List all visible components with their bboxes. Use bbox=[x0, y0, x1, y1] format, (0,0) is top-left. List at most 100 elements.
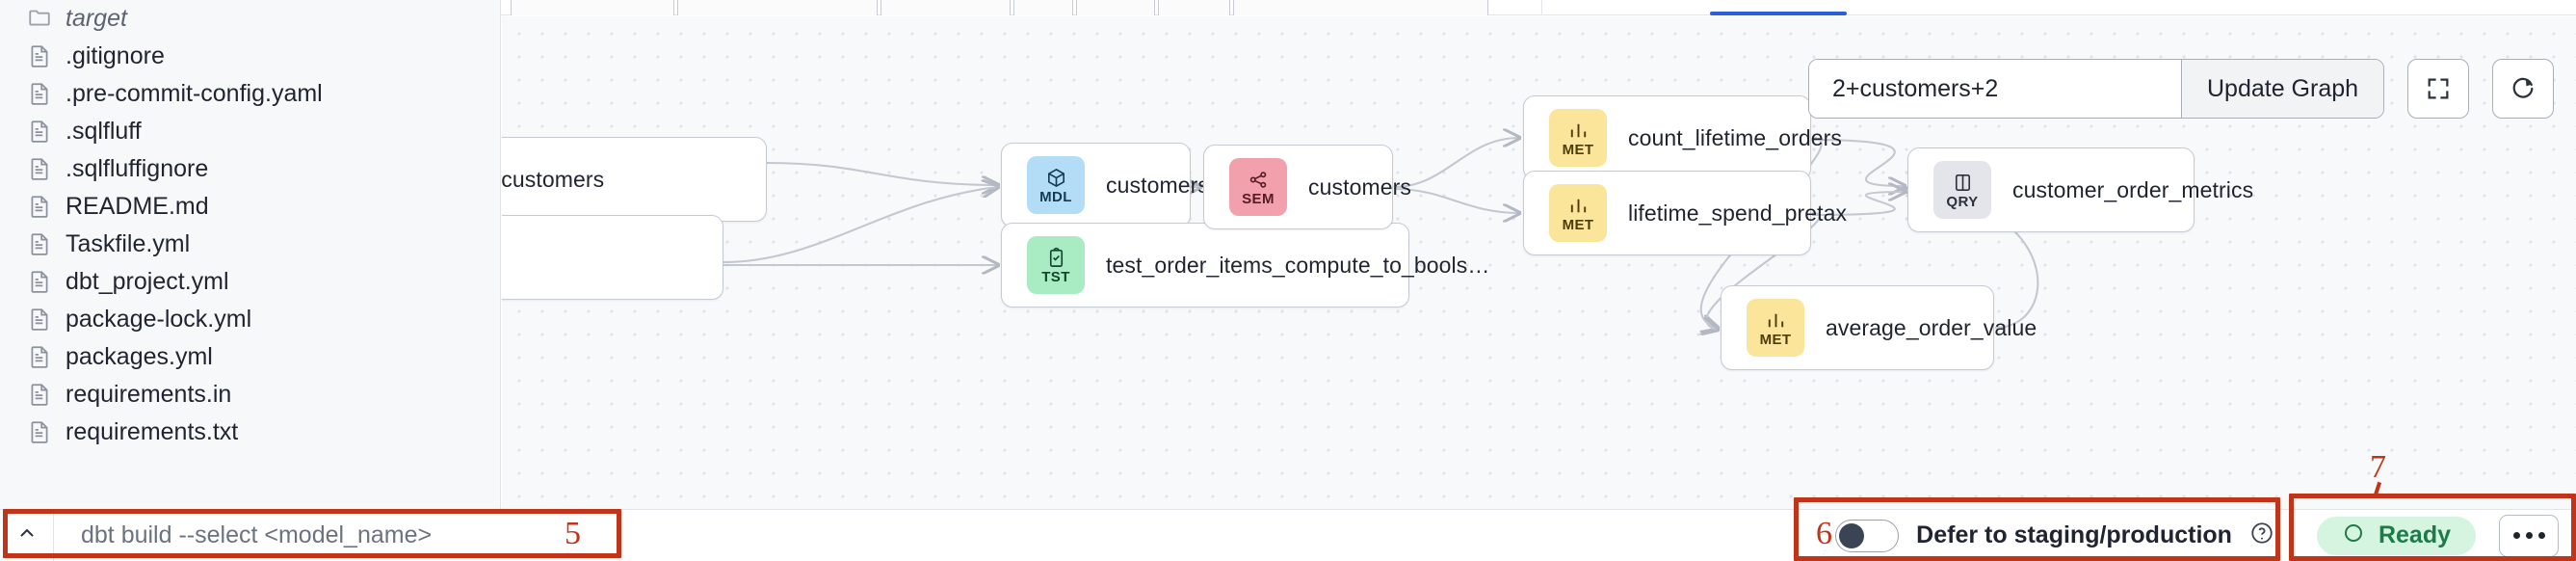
expand-terminal-button[interactable] bbox=[0, 509, 54, 561]
more-options-button[interactable] bbox=[2499, 514, 2559, 557]
folder-icon bbox=[27, 5, 52, 34]
tree-item-pre-commit-config[interactable]: .pre-commit-config.yaml bbox=[0, 75, 500, 113]
bottom-status-bar: Defer to staging/production Ready bbox=[0, 509, 2576, 561]
graph-node-test-order-items[interactable]: TST test_order_items_compute_to_bools… bbox=[1001, 223, 1489, 307]
graph-toolbar: Update Graph bbox=[1808, 59, 2555, 119]
tab-stub[interactable] bbox=[1013, 0, 1073, 15]
tree-item-readme[interactable]: README.md bbox=[0, 188, 500, 226]
tree-item-packages[interactable]: packages.yml bbox=[0, 338, 500, 376]
badge-label: QRY bbox=[1946, 193, 1979, 210]
defer-group: Defer to staging/production bbox=[1802, 519, 2300, 552]
graph-selector-input[interactable] bbox=[1809, 60, 2181, 118]
tree-item-label: Taskfile.yml bbox=[66, 230, 191, 257]
defer-label: Defer to staging/production bbox=[1916, 521, 2232, 548]
graph-node-stg-orders[interactable]: orders bbox=[502, 215, 723, 300]
file-explorer-sidebar[interactable]: target .gitignore .pre-commit-config.yam… bbox=[0, 0, 501, 509]
badge-label: SEM bbox=[1242, 190, 1275, 207]
badge-met: MET bbox=[1747, 299, 1804, 357]
tree-item-label: .gitignore bbox=[66, 42, 165, 69]
badge-label: TST bbox=[1041, 268, 1070, 285]
tree-item-label: dbt_project.yml bbox=[66, 268, 229, 295]
badge-met: MET bbox=[1549, 109, 1607, 167]
graph-node-lifetime-spend-pretax[interactable]: MET lifetime_spend_pretax bbox=[1523, 171, 1847, 255]
refresh-graph-button[interactable] bbox=[2492, 59, 2555, 119]
selector-input-group: Update Graph bbox=[1808, 59, 2385, 119]
badge-label: MET bbox=[1562, 216, 1594, 233]
tree-item-taskfile[interactable]: Taskfile.yml bbox=[0, 226, 500, 263]
file-icon bbox=[27, 418, 52, 447]
graph-node-stg-customers[interactable]: tg_customers bbox=[502, 137, 767, 222]
tree-item-label: requirements.txt bbox=[66, 418, 239, 445]
circle-icon bbox=[2342, 521, 2365, 549]
badge-label: MET bbox=[1759, 331, 1792, 348]
ellipsis-icon bbox=[2512, 532, 2545, 539]
tree-item-label: target bbox=[66, 5, 127, 32]
graph-node-label: count_lifetime_orders bbox=[1628, 124, 1842, 150]
graph-node-label: customers bbox=[1106, 172, 1209, 198]
tree-item-requirements-in[interactable]: requirements.in bbox=[0, 376, 500, 414]
graph-node-label: customers bbox=[1308, 174, 1411, 200]
tree-item-label: .sqlfluffignore bbox=[66, 155, 209, 182]
tree-item-label: .pre-commit-config.yaml bbox=[66, 80, 323, 107]
file-icon bbox=[27, 381, 52, 410]
tab-stub[interactable] bbox=[1076, 0, 1155, 15]
fullscreen-icon bbox=[2425, 75, 2452, 102]
tree-item-label: packages.yml bbox=[66, 343, 213, 370]
fit-view-button[interactable] bbox=[2407, 59, 2470, 119]
tree-item-sqlfluff[interactable]: .sqlfluff bbox=[0, 113, 500, 150]
tab-stub[interactable] bbox=[511, 0, 674, 15]
help-circle-icon[interactable] bbox=[2249, 521, 2274, 550]
tab-stub[interactable] bbox=[881, 0, 1011, 15]
graph-node-count-lifetime-orders[interactable]: MET count_lifetime_orders bbox=[1523, 95, 1842, 180]
tree-item-package-lock[interactable]: package-lock.yml bbox=[0, 301, 500, 338]
graph-edges bbox=[723, 16, 2039, 509]
graph-node-label: tg_customers bbox=[502, 166, 605, 192]
file-icon bbox=[27, 155, 52, 184]
file-icon bbox=[27, 80, 52, 109]
tab-stub[interactable] bbox=[1158, 0, 1230, 15]
tree-item-label: README.md bbox=[66, 193, 209, 220]
graph-node-customers-mdl[interactable]: MDL customers bbox=[1001, 143, 1209, 227]
tab-stub[interactable] bbox=[677, 0, 878, 15]
tree-item-label: package-lock.yml bbox=[66, 306, 252, 333]
command-region bbox=[0, 509, 620, 561]
defer-toggle[interactable] bbox=[1835, 519, 1900, 552]
tree-item-requirements-txt[interactable]: requirements.txt bbox=[0, 414, 500, 451]
file-icon bbox=[27, 306, 52, 334]
file-icon bbox=[27, 193, 52, 222]
tab-strip-divider bbox=[1541, 0, 1542, 15]
editor-tab-strip bbox=[0, 0, 2576, 15]
graph-node-label: lifetime_spend_pretax bbox=[1628, 200, 1848, 226]
file-icon bbox=[27, 42, 52, 71]
badge-tst: TST bbox=[1027, 236, 1085, 294]
tree-item-dbt-project[interactable]: dbt_project.yml bbox=[0, 263, 500, 301]
bottom-bar-right: Defer to staging/production Ready bbox=[1802, 510, 2576, 561]
command-input[interactable] bbox=[54, 509, 620, 561]
badge-sem: SEM bbox=[1229, 158, 1287, 216]
file-icon bbox=[27, 118, 52, 147]
badge-label: MDL bbox=[1039, 188, 1072, 205]
tree-item-target[interactable]: target bbox=[0, 0, 500, 38]
graph-node-customers-sem[interactable]: SEM customers bbox=[1203, 145, 1411, 229]
file-icon bbox=[27, 268, 52, 297]
tree-item-label: requirements.in bbox=[66, 381, 232, 408]
tree-item-sqlfluffignore[interactable]: .sqlfluffignore bbox=[0, 150, 500, 188]
update-graph-button[interactable]: Update Graph bbox=[2181, 60, 2384, 118]
active-tab-indicator bbox=[1710, 12, 1847, 15]
badge-qry: QRY bbox=[1933, 161, 1991, 219]
tree-item-gitignore[interactable]: .gitignore bbox=[0, 38, 500, 75]
tree-item-label: .sqlfluff bbox=[66, 118, 142, 145]
refresh-icon bbox=[2510, 75, 2537, 102]
file-icon bbox=[27, 230, 52, 259]
status-label: Ready bbox=[2378, 521, 2451, 548]
graph-node-label: customer_order_metrics bbox=[2012, 176, 2254, 202]
status-ready[interactable]: Ready bbox=[2316, 516, 2476, 555]
tab-stub[interactable] bbox=[1233, 0, 1488, 15]
toggle-knob bbox=[1839, 522, 1865, 548]
graph-node-label: average_order_value bbox=[1826, 314, 2037, 340]
chevron-up-icon bbox=[15, 521, 39, 549]
badge-mdl: MDL bbox=[1027, 156, 1085, 214]
graph-node-customer-order-metrics[interactable]: QRY customer_order_metrics bbox=[1907, 147, 2253, 232]
graph-node-average-order-value[interactable]: MET average_order_value bbox=[1721, 285, 2037, 370]
